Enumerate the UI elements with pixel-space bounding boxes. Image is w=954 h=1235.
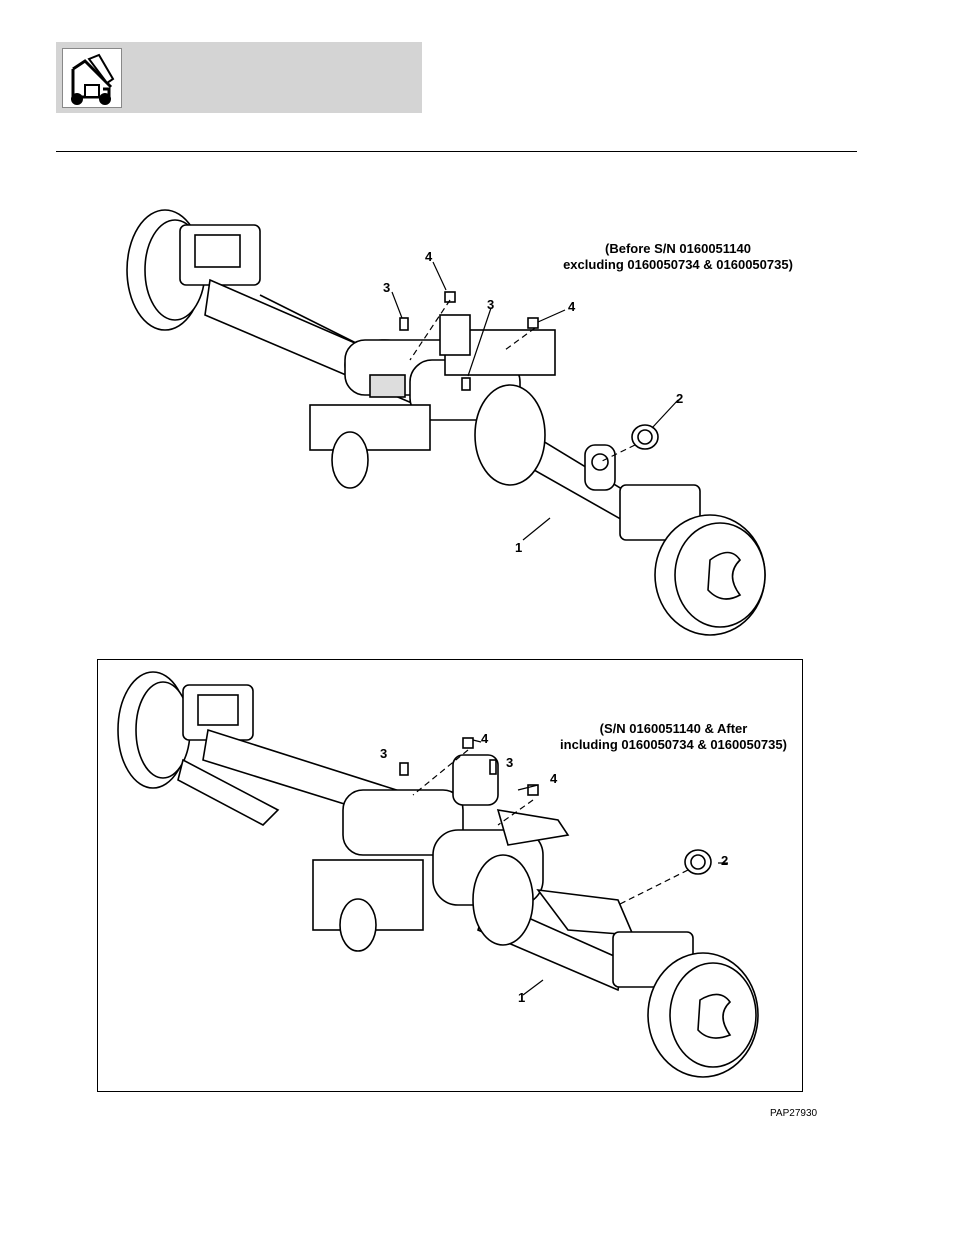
section-header-box: [56, 42, 422, 113]
caption-before-line2: excluding 0160050734 & 0160050735): [553, 257, 803, 273]
callout-2-bottom: 2: [721, 853, 728, 868]
caption-after-sn: (S/N 0160051140 & After including 016005…: [551, 721, 796, 753]
callout-3-top-center: 3: [487, 297, 494, 312]
caption-after-line1: (S/N 0160051140 & After: [551, 721, 796, 737]
callout-4-bottom-right: 4: [550, 771, 557, 786]
callout-2-top: 2: [676, 391, 683, 406]
header-rule: [56, 151, 857, 152]
caption-before-line1: (Before S/N 0160051140: [553, 241, 803, 257]
callout-1-bottom: 1: [518, 990, 525, 1005]
callout-4-top-right: 4: [568, 299, 575, 314]
caption-before-sn: (Before S/N 0160051140 excluding 0160050…: [553, 241, 803, 273]
callout-4-bottom-left: 4: [481, 731, 488, 746]
caption-after-line2: including 0160050734 & 0160050735): [551, 737, 796, 753]
callout-3-top-left: 3: [383, 280, 390, 295]
figure-id: PAP27930: [770, 1108, 817, 1119]
callout-3-bottom-left: 3: [380, 746, 387, 761]
loader-vehicle-icon: [62, 48, 122, 108]
callout-1-top: 1: [515, 540, 522, 555]
callout-4-top-left: 4: [425, 249, 432, 264]
callout-3-bottom-center: 3: [506, 755, 513, 770]
